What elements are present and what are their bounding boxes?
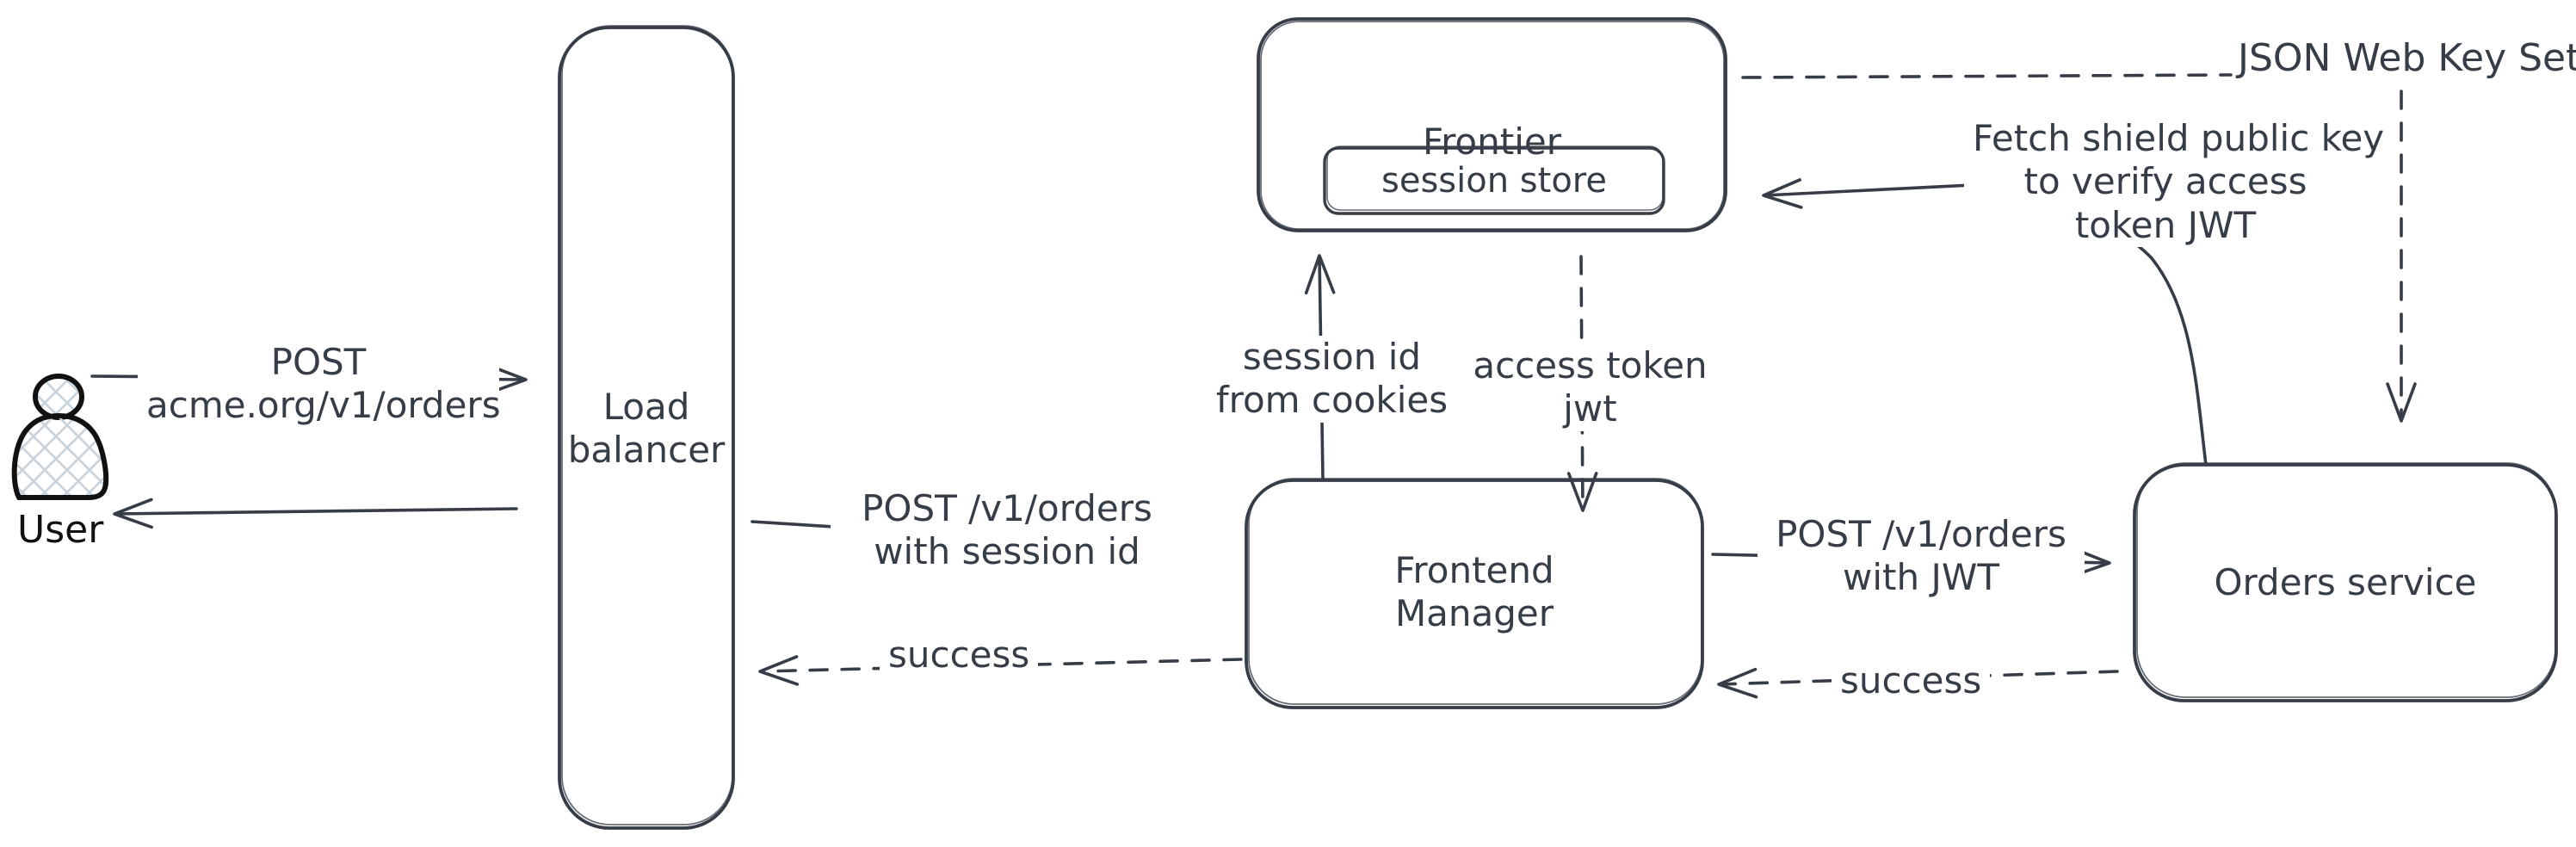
- user-icon: [11, 374, 109, 500]
- edge-label-access-token: access token jwt: [1459, 344, 1721, 431]
- edge-label-post-acme: POST acme.org/v1/orders: [138, 341, 501, 428]
- frontend-manager-label: Frontend Manager: [1394, 549, 1554, 635]
- frontend-manager-box: [1245, 478, 1704, 709]
- orders-service-box: [2133, 462, 2558, 702]
- arrow-lb-to-user: [113, 498, 518, 529]
- session-store-box: [1323, 145, 1665, 215]
- edge-label-fetch-public-key: Fetch shield public key to verify access…: [1964, 117, 2384, 248]
- edge-label-success-right: success: [1832, 659, 1991, 703]
- jwks-dashed-line-horizontal: [1741, 73, 2233, 79]
- load-balancer-label: Load balancer: [567, 386, 726, 472]
- load-balancer-box: [558, 25, 735, 830]
- user-label: User: [17, 508, 104, 552]
- edge-label-post-jwt: POST /v1/orders with JWT: [1757, 513, 2085, 600]
- edge-label-session-id: session id from cookies: [1201, 336, 1463, 423]
- jwks-label: JSON Web Key Set: [2238, 36, 2576, 80]
- edge-label-post-session: POST /v1/orders with session id: [831, 487, 1183, 574]
- frontier-box: [1257, 17, 1727, 232]
- edge-label-success-left: success: [880, 634, 1039, 677]
- orders-service-label: Orders service: [2214, 561, 2477, 603]
- frontier-label: Frontier: [1422, 121, 1561, 163]
- session-store-label: session store: [1381, 161, 1607, 201]
